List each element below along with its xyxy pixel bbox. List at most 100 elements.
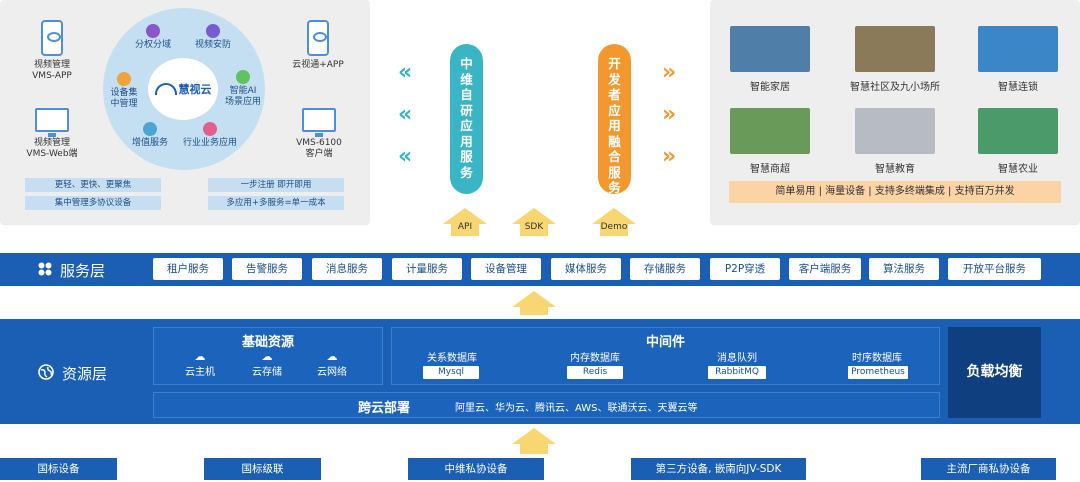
chevron-left-icon: «: [398, 60, 413, 85]
device-source: 国标设备: [0, 458, 117, 480]
smart-supermarket-image: [730, 108, 810, 154]
service-grid-icon: [38, 261, 52, 276]
db-value: Redis: [567, 366, 623, 379]
smart-education-image: [855, 108, 935, 154]
device-vms-6100: VMS-6100 客户端: [290, 108, 348, 160]
db-label: 内存数据库: [570, 353, 620, 364]
tag-bar: 一步注册 即开即用: [208, 178, 344, 192]
chevron-left-icon: «: [398, 144, 413, 169]
db-label: 关系数据库: [427, 353, 477, 364]
cloud-network-item: ☁ 云网络: [310, 350, 354, 379]
device-cloudsee-app: 云视通+APP: [288, 20, 348, 71]
device-source: 中维私协设备: [408, 458, 544, 480]
scene-item: 智能家居: [725, 26, 815, 93]
phone-icon: [41, 20, 63, 56]
service-layer-title: 服务层: [60, 262, 106, 280]
sdk-label: SDK: [524, 222, 544, 232]
api-label: API: [457, 222, 473, 232]
tag-bar: 集中管理多协议设备: [25, 196, 161, 210]
tag-bar: 更轻、更快、更聚焦: [25, 178, 161, 192]
self-developed-services-pill: 中 维 自 研 应 用 服 务: [450, 44, 483, 194]
db-value: Prometheus: [848, 366, 908, 379]
value-icon: [143, 122, 157, 136]
logo: 慧视云: [148, 58, 218, 120]
cloud-host-icon: ☁: [194, 350, 206, 363]
chevron-right-icon: »: [662, 102, 677, 127]
service-item: 开放平台服务: [948, 258, 1041, 280]
chevron-right-icon: »: [662, 144, 677, 169]
cross-cloud-box: [153, 392, 940, 418]
phone-icon: [307, 20, 329, 56]
monitor-icon: [302, 108, 336, 137]
cloud-logo-icon: [154, 83, 177, 95]
service-item: P2P穿透: [710, 258, 780, 280]
chevron-right-icon: »: [662, 60, 677, 85]
cloud-network-icon: ☁: [326, 350, 338, 363]
resource-layer-title: 资源层: [62, 365, 108, 383]
service-item: 租户服务: [153, 258, 223, 280]
demo-arrow: [592, 208, 636, 236]
scene-item: 智慧教育: [850, 108, 940, 175]
service-item: 消息服务: [312, 258, 382, 280]
service-item: 客户端服务: [789, 258, 861, 280]
device-icon: [117, 72, 131, 86]
service-item: 算法服务: [869, 258, 939, 280]
camera-icon: [206, 24, 220, 38]
feature-item: 视频安防: [190, 24, 236, 51]
ai-icon: [236, 70, 250, 84]
tag-bar: 多应用+多服务=单一成本: [208, 196, 344, 210]
service-item: 存储服务: [630, 258, 700, 280]
developer-services-pill: 开 发 者 应 用 融 合 服 务: [598, 44, 631, 195]
load-balancer: 负载均衡: [948, 327, 1041, 418]
device-source: 国标级联: [204, 458, 321, 480]
scene-item: 智慧连锁: [973, 26, 1063, 93]
sdk-arrow: [512, 208, 556, 236]
feature-item: 增值服务: [126, 122, 174, 149]
scene-item: 智慧社区及九小场所: [840, 26, 950, 93]
feature-item: 分权分域: [130, 24, 176, 51]
basic-resources-title: 基础资源: [241, 335, 294, 350]
basic-resources-box: [153, 327, 383, 385]
middleware-title: 中间件: [645, 335, 685, 350]
device-source: 第三方设备, 嵌南向JV-SDK: [631, 458, 806, 480]
scene-item: 智慧商超: [725, 108, 815, 175]
layer-up-arrow: [512, 291, 556, 315]
api-arrow: [443, 208, 487, 236]
db-value: Mysql: [423, 366, 479, 379]
device-vms-web: 视频管理 VMS-Web端: [23, 108, 81, 160]
feature-item: 设备集 中管理: [104, 72, 144, 110]
up-arrow-icon: [512, 428, 556, 444]
monitor-icon: [35, 108, 69, 137]
chevron-left-icon: «: [398, 102, 413, 127]
service-item: 告警服务: [232, 258, 302, 280]
up-arrow-icon: [592, 208, 636, 224]
smart-community-image: [855, 26, 935, 72]
user-key-icon: [146, 24, 160, 38]
cross-cloud-title: 跨云部署: [358, 401, 411, 416]
up-arrow-icon: [512, 208, 556, 224]
cloud-storage-icon: ☁: [261, 350, 273, 363]
db-value: RabbitMQ: [708, 366, 766, 379]
layer-up-arrow: [512, 428, 556, 454]
globe-icon: [38, 364, 54, 380]
up-arrow-icon: [443, 208, 487, 224]
demo-label: Demo: [600, 222, 628, 232]
scene-item: 智慧农业: [973, 108, 1063, 175]
feature-item: 行业业务应用: [180, 122, 240, 149]
smart-agriculture-image: [978, 108, 1058, 154]
service-item: 媒体服务: [551, 258, 621, 280]
cloud-host-item: ☁ 云主机: [178, 350, 222, 379]
smart-chain-image: [978, 26, 1058, 72]
cross-cloud-providers: 阿里云、华为云、腾讯云、AWS、联通沃云、天翼云等: [455, 403, 698, 414]
features-bar: 简单易用 | 海量设备 | 支持多终端集成 | 支持百万并发: [729, 181, 1061, 203]
up-arrow-icon: [512, 291, 556, 307]
device-vms-app: 视频管理 VMS-APP: [30, 20, 74, 82]
db-label: 时序数据库: [852, 353, 902, 364]
device-source: 主流厂商私协设备: [921, 458, 1056, 480]
service-item: 计量服务: [392, 258, 462, 280]
industry-icon: [203, 122, 217, 136]
cloud-storage-item: ☁ 云存储: [245, 350, 289, 379]
service-item: 设备管理: [471, 258, 541, 280]
smart-home-image: [730, 26, 810, 72]
feature-item: 智能AI 场景应用: [220, 70, 266, 108]
